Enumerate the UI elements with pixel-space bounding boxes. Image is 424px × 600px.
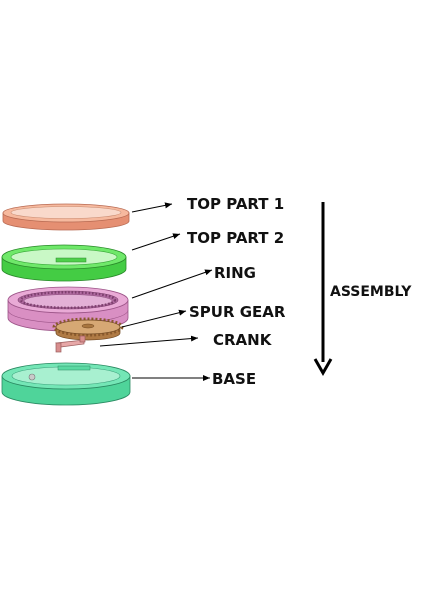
spur-gear-shape (52, 317, 124, 341)
ring-label: RING (214, 264, 256, 282)
base-shape (1, 362, 131, 406)
top-part-2-leader-arrow (131, 233, 181, 251)
spur-gear-label: SPUR GEAR (189, 303, 286, 321)
crank-label: CRANK (213, 331, 273, 349)
top-part-1-leader-arrow (131, 202, 173, 213)
top-part-2-label: TOP PART 2 (187, 229, 284, 247)
ring-shape (7, 286, 129, 332)
crank-shape (55, 335, 86, 353)
crank-leader-arrow (99, 335, 199, 347)
ring-leader-arrow (131, 269, 213, 299)
base-label: BASE (212, 370, 256, 388)
spur-gear-leader-arrow (121, 309, 187, 328)
top-part-1-label: TOP PART 1 (187, 195, 284, 213)
top-part-1-shape (2, 203, 130, 231)
assembly-label: ASSEMBLY (330, 284, 412, 300)
assembly-direction-arrow (313, 202, 333, 377)
top-part-2-shape (1, 244, 127, 282)
